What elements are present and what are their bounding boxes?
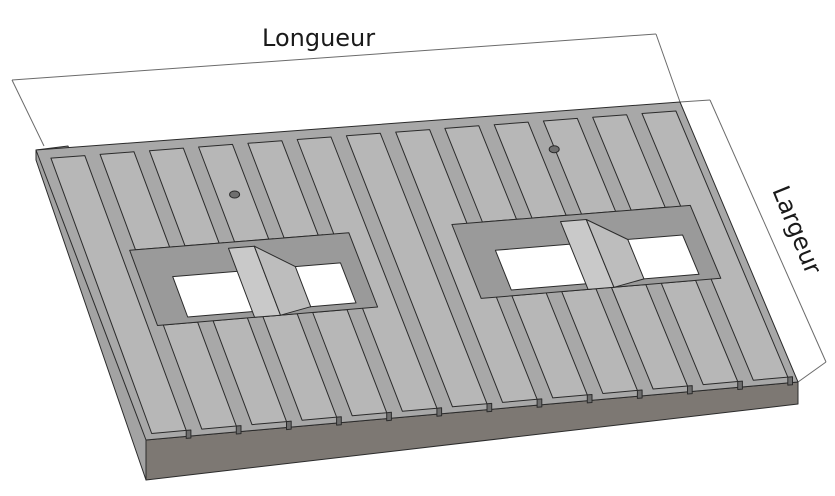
tslot-notch-4-2 — [336, 416, 342, 426]
tslot-notch-3-2 — [286, 420, 292, 431]
tslot-notch-11-2 — [687, 385, 693, 395]
width-extension-top — [679, 99, 711, 103]
pocket-2-slope — [585, 219, 645, 288]
tslot-notch-1-1 — [185, 429, 192, 439]
mounting-hole-1 — [229, 190, 241, 199]
rails-group — [50, 110, 793, 439]
length-dimension-line — [11, 33, 657, 81]
tslot-notch-13-1 — [787, 376, 793, 386]
tslot-notch-9-2 — [586, 394, 593, 404]
tslot-notch-7-1 — [486, 402, 493, 413]
pockets-group — [129, 204, 722, 326]
table-block — [35, 101, 799, 481]
length-dimension: Longueur — [11, 24, 681, 147]
length-extension-left — [11, 79, 45, 147]
tslot-notch-2-2 — [235, 425, 242, 435]
length-label: Longueur — [262, 24, 375, 52]
mounting-hole-2 — [548, 145, 560, 154]
tslot-notch-8-1 — [536, 398, 543, 408]
tslot-notch-10-2 — [636, 389, 643, 399]
length-extension-right — [655, 33, 681, 103]
width-extension-bottom — [797, 361, 827, 383]
tslot-notch-6-1 — [436, 407, 443, 417]
tslot-notch-12-2 — [737, 380, 743, 390]
holes-group — [229, 145, 560, 199]
width-dimension-line — [709, 99, 827, 363]
width-label: Largeur — [766, 182, 827, 278]
pocket-1-slope — [253, 245, 312, 316]
tslot-notch-5-2 — [386, 411, 392, 422]
